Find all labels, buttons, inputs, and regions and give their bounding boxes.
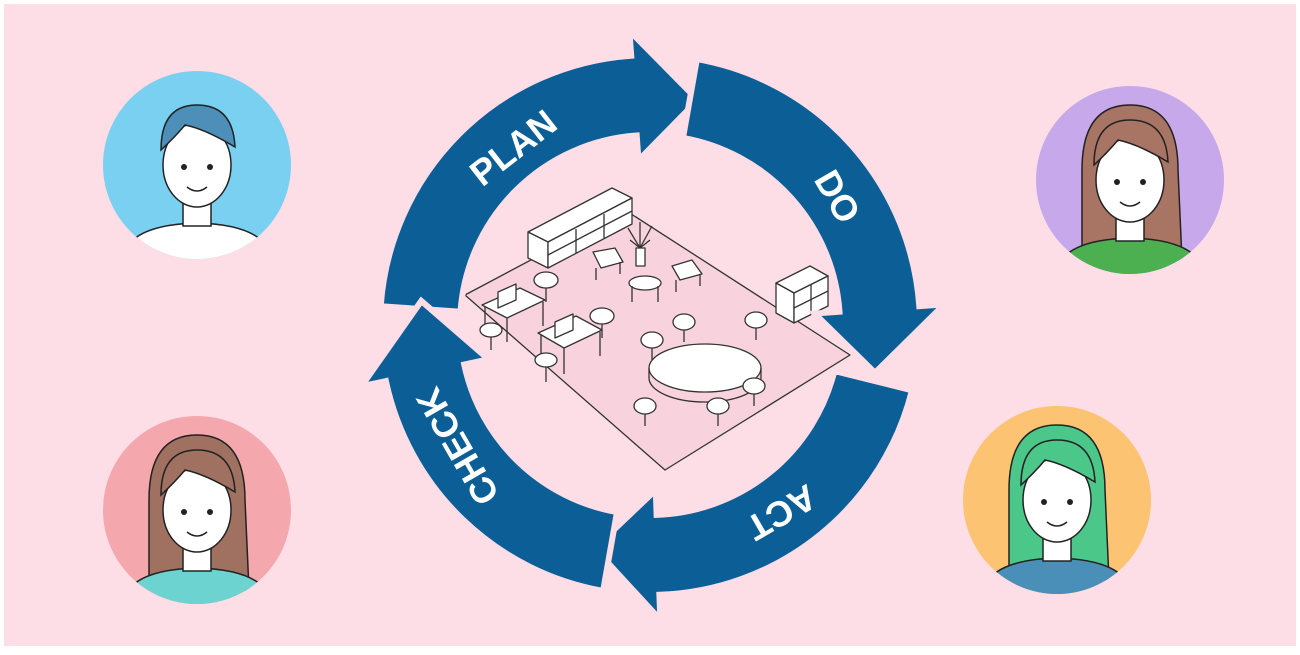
desk-icon	[537, 313, 603, 374]
bookshelf-icon	[775, 265, 829, 324]
round-table-icon	[628, 275, 662, 302]
conference-chair-icon	[742, 377, 766, 406]
conference-chair-icon	[706, 397, 730, 426]
office-floor-plan	[464, 187, 851, 471]
office-chair-icon	[589, 307, 615, 338]
lounge-chair-icon	[592, 247, 624, 280]
check-arrow	[354, 296, 621, 595]
do-arrow	[679, 55, 953, 378]
person-long-hair-icon	[981, 424, 1133, 594]
desk-icon	[481, 283, 546, 342]
conference-chair-icon	[744, 311, 768, 340]
avatar	[103, 71, 291, 259]
conference-chair-icon	[640, 331, 664, 360]
conference-table-icon	[648, 343, 762, 403]
avatar	[963, 406, 1151, 594]
office-chair-icon	[533, 271, 559, 302]
bookshelf-icon	[527, 187, 633, 269]
lounge-chair-icon	[671, 259, 703, 292]
conference-chair-icon	[633, 397, 657, 426]
plant-icon	[627, 222, 653, 267]
conference-chair-icon	[672, 313, 696, 342]
pdca-cycle	[354, 22, 953, 628]
plan-arrow	[377, 22, 703, 315]
office-chair-icon	[479, 322, 503, 350]
act-arrow	[590, 367, 916, 628]
office-chair-icon	[534, 352, 558, 382]
